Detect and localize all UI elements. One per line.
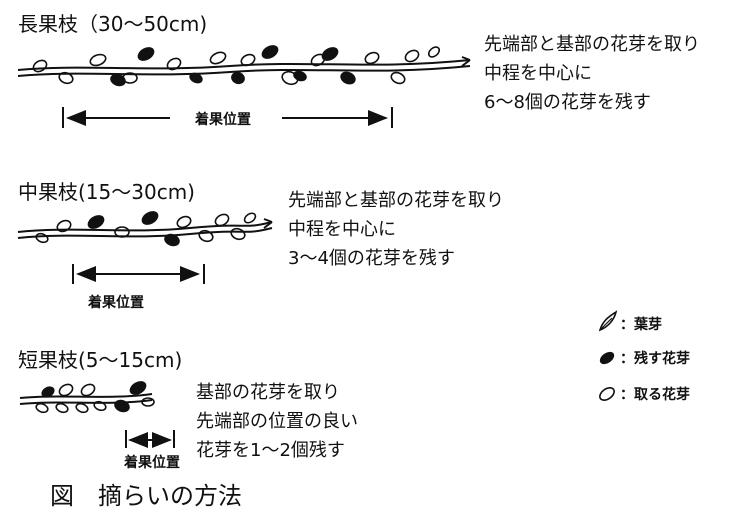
figure-caption: 図 摘らいの方法 [50,482,242,510]
medium-branch-position-label: 着果位置 [88,295,144,311]
medium-position-arrow [72,264,205,284]
short-branch-line-1: 基部の花芽を取り [196,382,340,403]
medium-branch-line-3: 3～4個の花芽を残す [288,248,455,269]
short-branch-description: 基部の花芽を取り 先端部の位置の良い 花芽を1～2個残す [196,378,358,465]
long-branch-line-1: 先端部と基部の花芽を取り [484,34,700,55]
medium-branch-line-1: 先端部と基部の花芽を取り [288,190,504,211]
medium-branch-drawing [17,218,273,239]
long-branch-line-3: 6～8個の花芽を残す [484,92,651,113]
legend-removed-bud-label: ：取る花芽 [620,387,690,403]
medium-branch-description: 先端部と基部の花芽を取り 中程を中心に 3～4個の花芽を残す [288,186,504,273]
short-branch-position-label: 着果位置 [124,455,180,471]
long-branch-description: 先端部と基部の花芽を取り 中程を中心に 6～8個の花芽を残す [484,30,700,117]
long-branch-position-label: 着果位置 [195,112,251,128]
long-position-arrow [62,107,393,128]
leaf-bud-icon [598,310,618,332]
legend-kept-bud-label: ：残す花芽 [620,351,690,367]
short-branch-line-3: 花芽を1～2個残す [196,440,345,461]
removed-flower-bud-icon [599,387,615,401]
long-branch-title: 長果枝（30～50cm) [18,12,208,36]
legend-leaf-bud-label: ：葉芽 [620,317,662,333]
short-position-arrow [125,430,175,448]
medium-branch-buds [35,211,257,247]
long-branch-buds [32,45,441,87]
short-branch-line-2: 先端部の位置の良い [196,411,358,432]
medium-branch-title: 中果枝(15～30cm) [18,180,195,204]
long-branch-drawing [17,56,471,77]
long-branch-line-2: 中程を中心に [484,63,592,84]
kept-flower-bud-icon [599,351,615,365]
short-branch-drawing [19,393,153,405]
short-branch-buds [35,381,155,414]
short-branch-title: 短果枝(5～15cm) [18,348,183,372]
medium-branch-line-2: 中程を中心に [288,219,396,240]
